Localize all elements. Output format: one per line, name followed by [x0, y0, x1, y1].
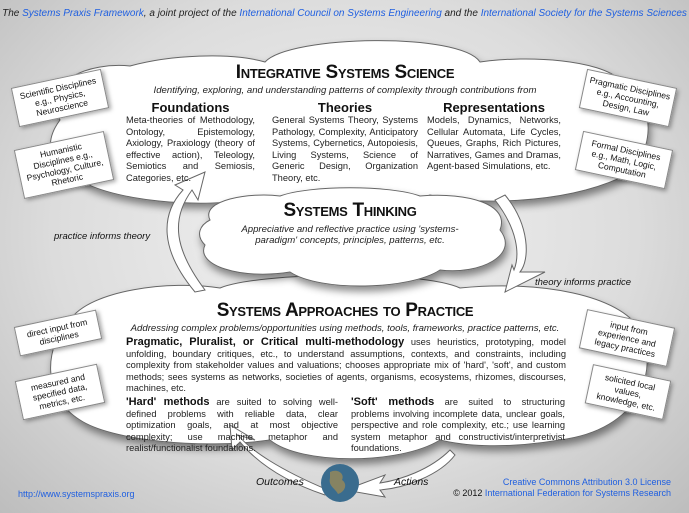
link-systems-praxis-framework[interactable]: Systems Praxis Framework — [22, 8, 144, 19]
integrative-subtitle: Identifying, exploring, and understandin… — [153, 85, 537, 96]
thinking-cloud — [199, 187, 506, 287]
license-link[interactable]: Creative Commons Attribution 3.0 License — [502, 477, 671, 487]
arrow-actions — [343, 449, 456, 498]
integrative-title: Integrative Systems Science — [235, 62, 455, 83]
thinking-subtitle: Appreciative and reflective practice usi… — [241, 224, 459, 246]
arrow-practice-informs-theory — [166, 171, 206, 293]
column-text: General Systems Theory, Systems Patholog… — [272, 115, 418, 183]
actions-label: Actions — [394, 476, 429, 488]
thinking-title: Systems Thinking — [283, 200, 417, 221]
practice-subtitle: Addressing complex problems/opportunitie… — [130, 323, 560, 334]
theory-informs-practice-label: theory informs practice — [535, 277, 632, 288]
header-credit: The Systems Praxis Framework, a joint pr… — [2, 8, 687, 19]
column-title: Foundations — [151, 100, 230, 115]
arrow-theory-informs-practice — [494, 194, 546, 293]
arrow-outcomes — [229, 424, 329, 496]
systemspraxis-url-link[interactable]: http://www.systemspraxis.org — [18, 489, 135, 499]
column-title: Representations — [443, 100, 545, 115]
integrative-cloud — [49, 40, 649, 209]
soft-methods-text: 'Soft' methods are suited to structuring… — [351, 396, 565, 453]
hard-methods-text: 'Hard' methods are suited to solving wel… — [126, 396, 339, 453]
footer-license: Creative Commons Attribution 3.0 License… — [453, 477, 671, 498]
column-title: Theories — [317, 100, 373, 115]
column-text: Models, Dynamics, Networks, Cellular Aut… — [427, 115, 561, 171]
outcomes-label: Outcomes — [256, 476, 304, 488]
practice-informs-theory-label: practice informs theory — [54, 231, 151, 242]
link-isss[interactable]: International Society for the Systems Sc… — [480, 8, 687, 19]
practice-cloud — [50, 274, 648, 460]
ifsr-link[interactable]: International Federation for Systems Res… — [484, 488, 671, 498]
practice-title: Systems Approaches to Practice — [216, 300, 474, 321]
link-incose[interactable]: International Council on Systems Enginee… — [239, 8, 442, 19]
multi-methodology-text: Pragmatic, Pluralist, or Critical multi-… — [126, 336, 566, 393]
column-text: Meta-theories of Methodology, Ontology, … — [126, 115, 255, 183]
